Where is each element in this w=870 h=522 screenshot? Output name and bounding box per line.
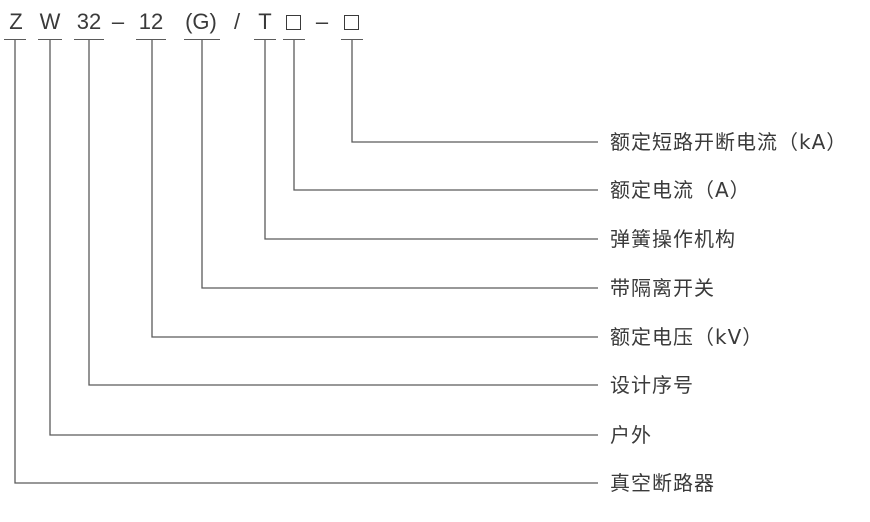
leader-line-rated-current <box>293 40 598 191</box>
code-token-g: (G) <box>185 9 217 34</box>
underline-32 <box>74 39 104 41</box>
underline-current-box <box>283 39 305 41</box>
label-design-number: 设计序号 <box>610 373 694 397</box>
underline-t <box>254 39 276 41</box>
underline-z <box>4 39 26 41</box>
code-separator-dash-2: – <box>315 9 329 34</box>
label-rated-voltage: 额定电压（kV） <box>610 325 764 349</box>
label-rated-current: 额定电流（A） <box>610 178 751 202</box>
code-token-32: 32 <box>76 9 102 34</box>
code-separator-dash-1: – <box>111 9 125 34</box>
underline-w <box>38 39 62 41</box>
code-token-12: 12 <box>138 9 164 34</box>
label-with-isolating-switch: 带隔离开关 <box>610 276 715 300</box>
label-outdoor: 户外 <box>610 423 652 447</box>
leader-line-design-number <box>88 40 598 386</box>
leader-line-isolator <box>201 40 598 289</box>
leader-line-breaking-current <box>351 40 598 143</box>
leader-line-vacuum-breaker <box>14 40 598 484</box>
underline-g <box>184 39 220 41</box>
label-rated-short-circuit-breaking-current: 额定短路开断电流（kA） <box>610 130 848 154</box>
label-vacuum-circuit-breaker: 真空断路器 <box>610 471 715 495</box>
current-placeholder-box <box>286 15 301 30</box>
code-token-z: Z <box>9 9 23 34</box>
leader-line-rated-voltage <box>151 40 598 338</box>
label-spring-operating-mechanism: 弹簧操作机构 <box>610 227 736 251</box>
code-token-t: T <box>258 9 272 34</box>
underline-12 <box>136 39 166 41</box>
code-token-w: W <box>39 9 61 34</box>
breaking-current-placeholder-box <box>344 15 359 30</box>
code-separator-slash: / <box>233 9 241 34</box>
leader-line-spring-mechanism <box>264 40 598 240</box>
underline-breaking-box <box>341 39 363 41</box>
leader-line-outdoor <box>49 40 598 436</box>
